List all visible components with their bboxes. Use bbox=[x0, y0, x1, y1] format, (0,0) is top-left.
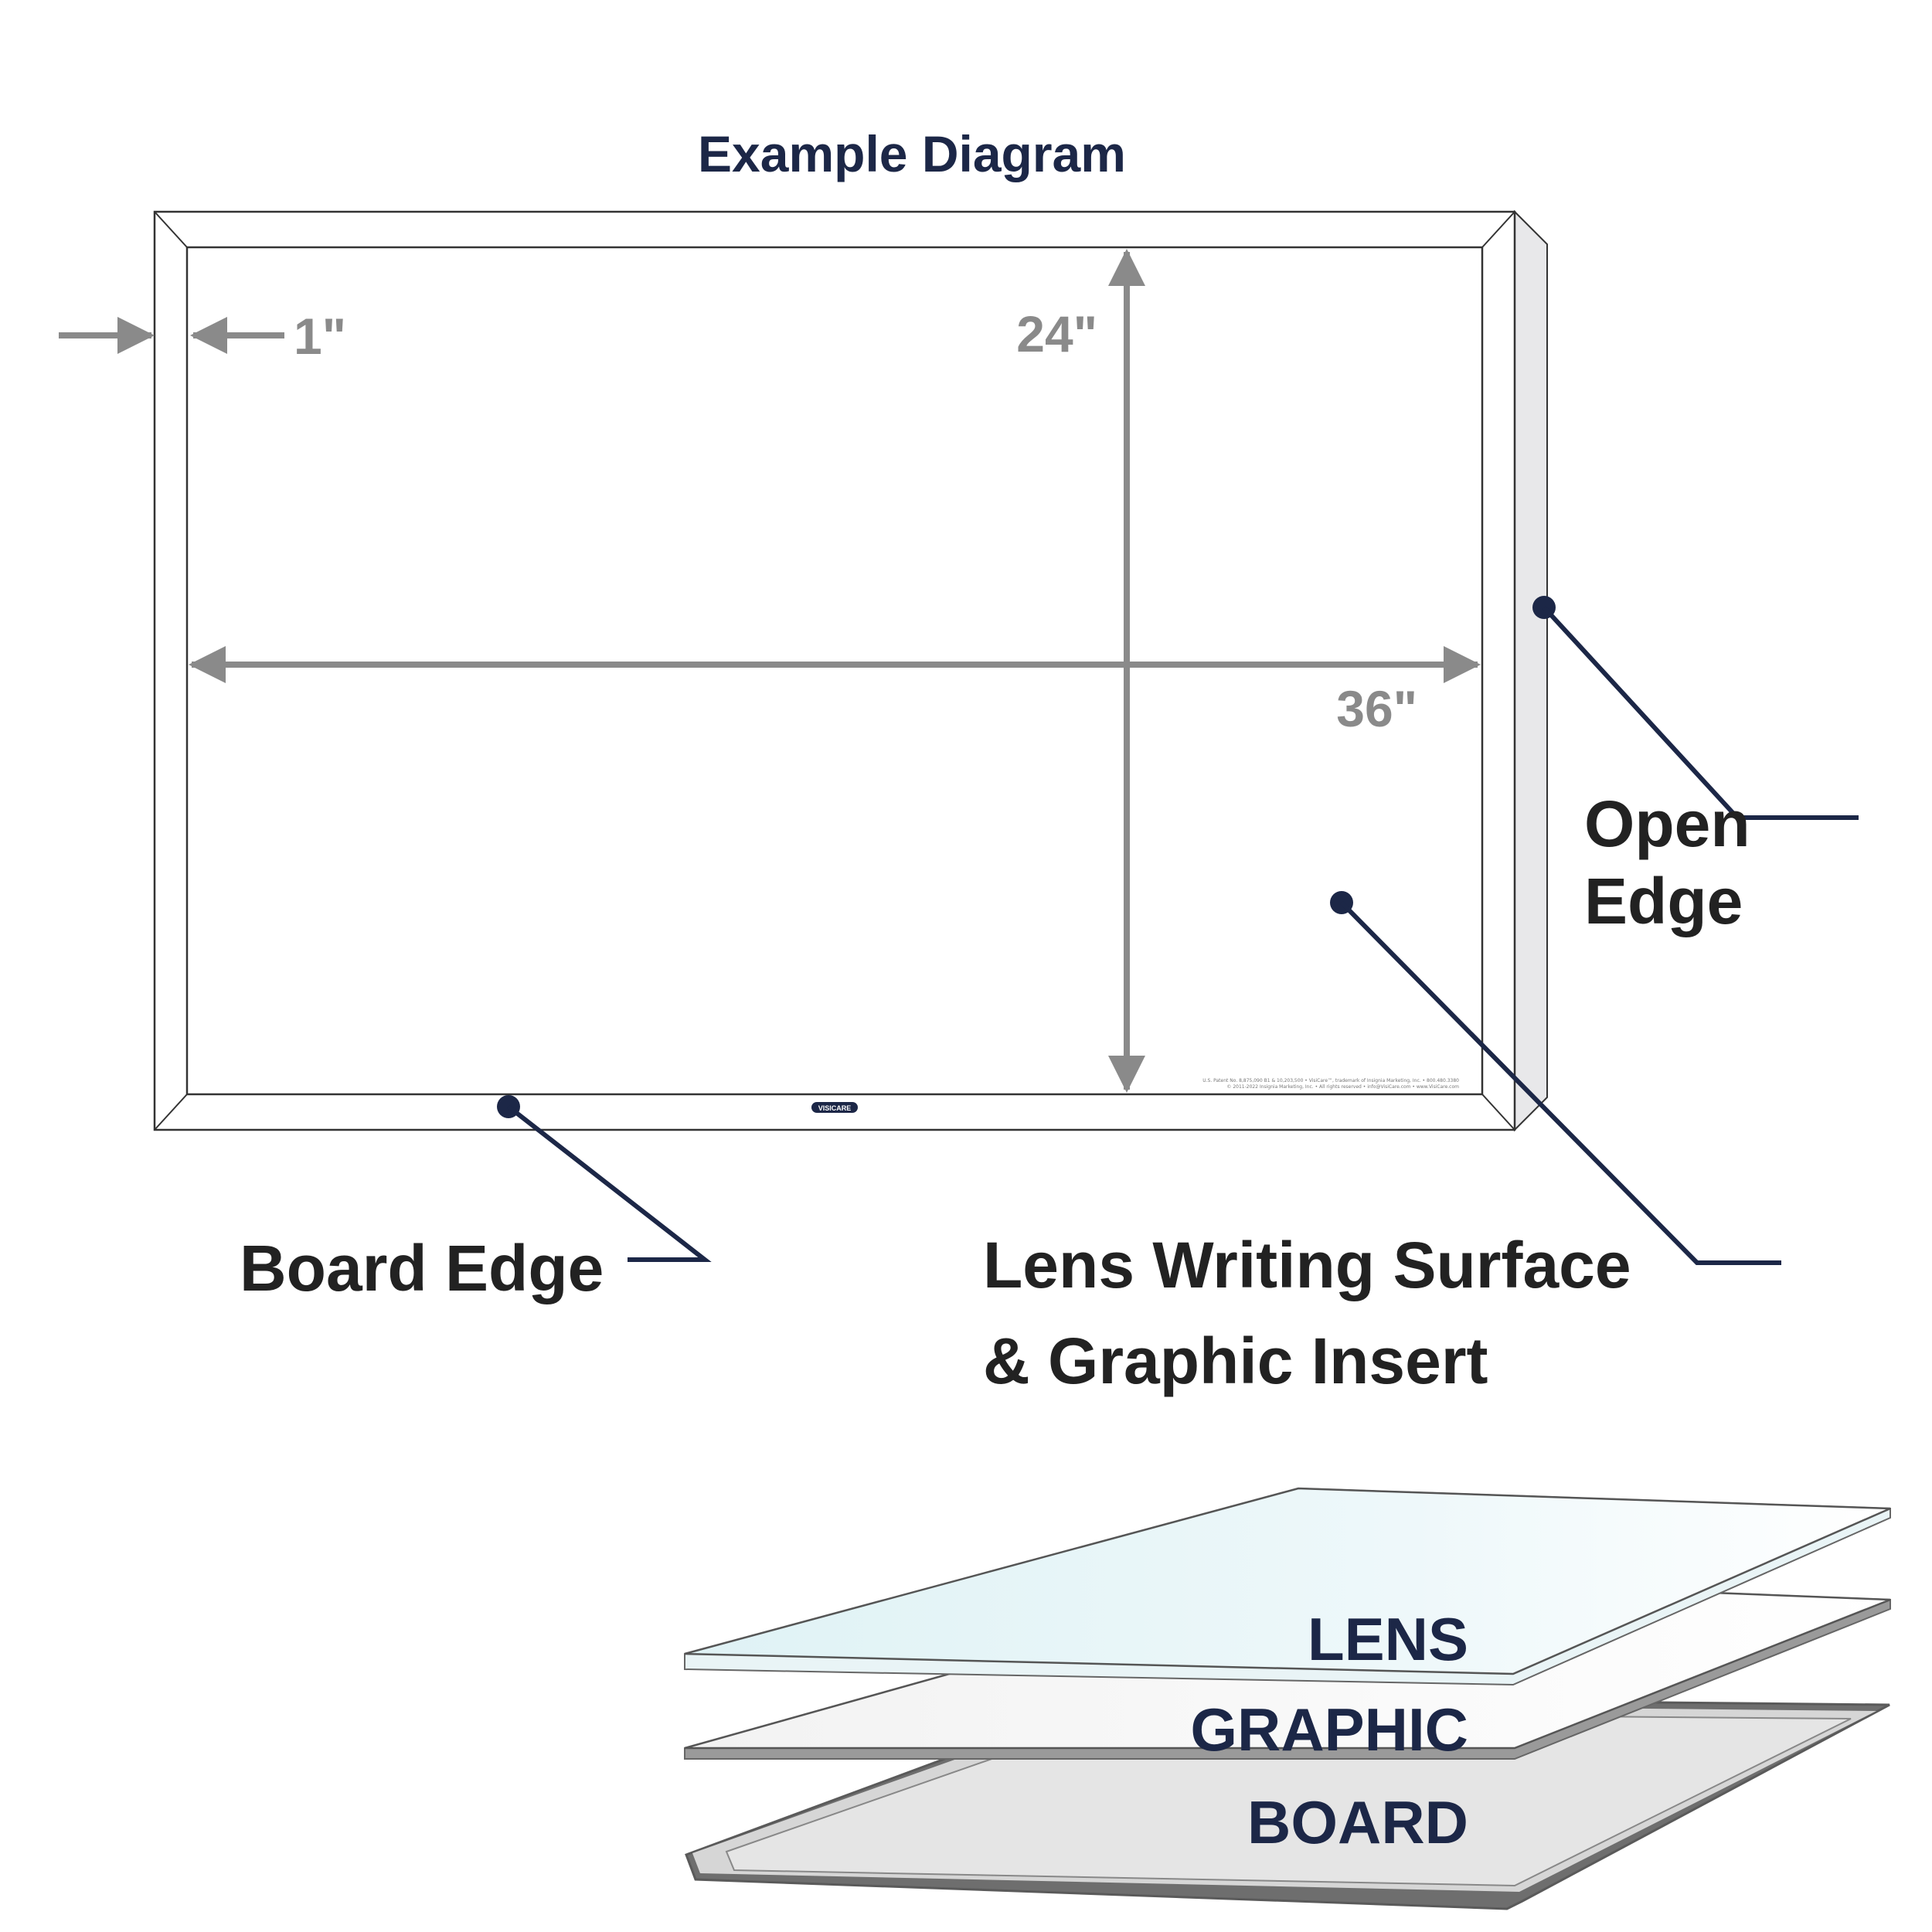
brand-logo-badge bbox=[811, 1102, 858, 1113]
open-edge-label-line2: Edge bbox=[1584, 865, 1743, 937]
board-edge-leader-line bbox=[507, 1104, 712, 1262]
fine-print-line1: U.S. Patent No. 8,875,090 B1 & 10,203,50… bbox=[1202, 1078, 1459, 1083]
graphic-layer-label: GRAPHIC bbox=[1190, 1696, 1468, 1764]
open-edge-side-panel bbox=[1514, 209, 1548, 1132]
width-dimension-label: 36" bbox=[1336, 680, 1417, 737]
brand-logo: VISICARE bbox=[818, 1104, 852, 1112]
height-dimension-label: 24" bbox=[1016, 305, 1097, 362]
board-frame bbox=[153, 210, 1516, 1131]
open-edge-leader-line bbox=[1542, 605, 1859, 820]
lens-layer bbox=[684, 1487, 1891, 1686]
border-dimension-label: 1" bbox=[294, 308, 346, 365]
board-edge-label: Board Edge bbox=[240, 1232, 604, 1304]
diagram-title: Example Diagram bbox=[698, 125, 1126, 182]
lens-surface-label-line1: Lens Writing Surface bbox=[983, 1229, 1631, 1301]
fine-print-line2: © 2011-2022 Insignia Marketing, Inc. • A… bbox=[1226, 1084, 1459, 1090]
lens-surface-label-line2: & Graphic Insert bbox=[983, 1325, 1488, 1397]
lens-layer-label: LENS bbox=[1308, 1605, 1468, 1673]
open-edge-label-line1: Open bbox=[1584, 787, 1750, 860]
lens-surface-leader-line bbox=[1339, 900, 1781, 1265]
board-layer-label: BOARD bbox=[1247, 1788, 1468, 1856]
